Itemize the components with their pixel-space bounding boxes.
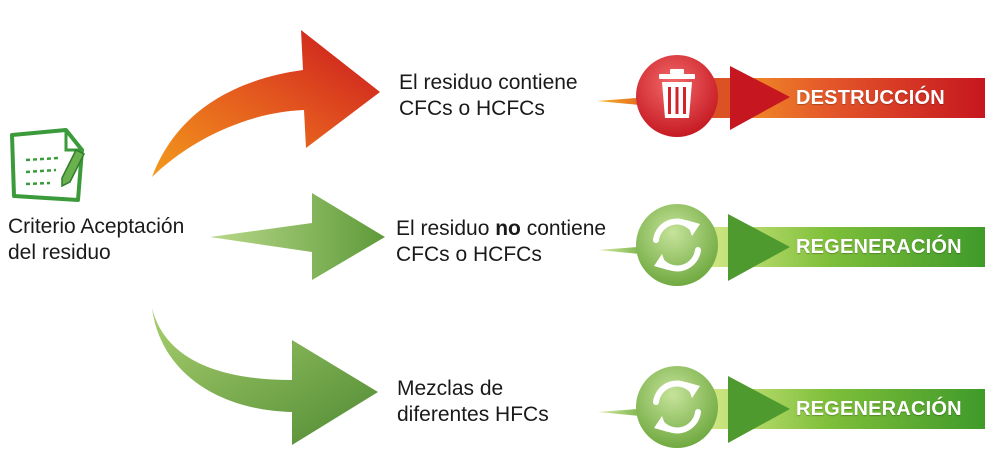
condition-1: El residuo contiene CFCs o HCFCs: [399, 70, 619, 122]
source-label-line2: del residuo: [8, 241, 111, 264]
condition-1-line1: El residuo contiene: [399, 71, 578, 94]
result-label-destruccion: DESTRUCCIÓN: [796, 87, 945, 109]
condition-2-negation: no: [495, 217, 521, 240]
arrow-to-regeneracion-2: [152, 308, 378, 445]
recycle-glyph: [653, 218, 701, 272]
arrow-to-destruccion: [152, 30, 380, 177]
condition-1-line2: CFCs o HCFCs: [399, 97, 545, 120]
arrow-to-regeneracion-1: [210, 193, 385, 280]
condition-2-line1: El residuo no contiene: [396, 216, 636, 242]
band-arrowhead: [728, 376, 790, 443]
destruccion-row: [597, 55, 985, 137]
result-label-regeneracion-2: REGENERACIÓN: [796, 398, 962, 420]
band-arrowhead: [728, 214, 790, 281]
source-label: Criterio Aceptación del residuo: [8, 214, 208, 266]
recycle-arrows-icon: [636, 366, 718, 448]
band-arrowhead: [730, 66, 790, 130]
result-label-regeneracion-1: REGENERACIÓN: [796, 236, 962, 258]
condition-2-text-c: contiene: [520, 217, 607, 240]
regeneracion-row-2: [598, 366, 985, 448]
condition-3-line2: diferentes HFCs: [397, 403, 549, 426]
condition-3: Mezclas de diferentes HFCs: [397, 376, 617, 428]
condition-2-line2: CFCs o HCFCs: [396, 243, 542, 266]
condition-3-line1: Mezclas de: [397, 377, 504, 400]
regeneracion-row-1: [598, 204, 985, 286]
recycle-arrows-icon: [636, 204, 718, 286]
checklist-pencil-icon: [10, 128, 86, 202]
condition-2: El residuo no contiene CFCs o HCFCs: [396, 216, 636, 268]
condition-2-text-a: El residuo: [396, 217, 496, 240]
source-label-line1: Criterio Aceptación: [8, 215, 185, 238]
